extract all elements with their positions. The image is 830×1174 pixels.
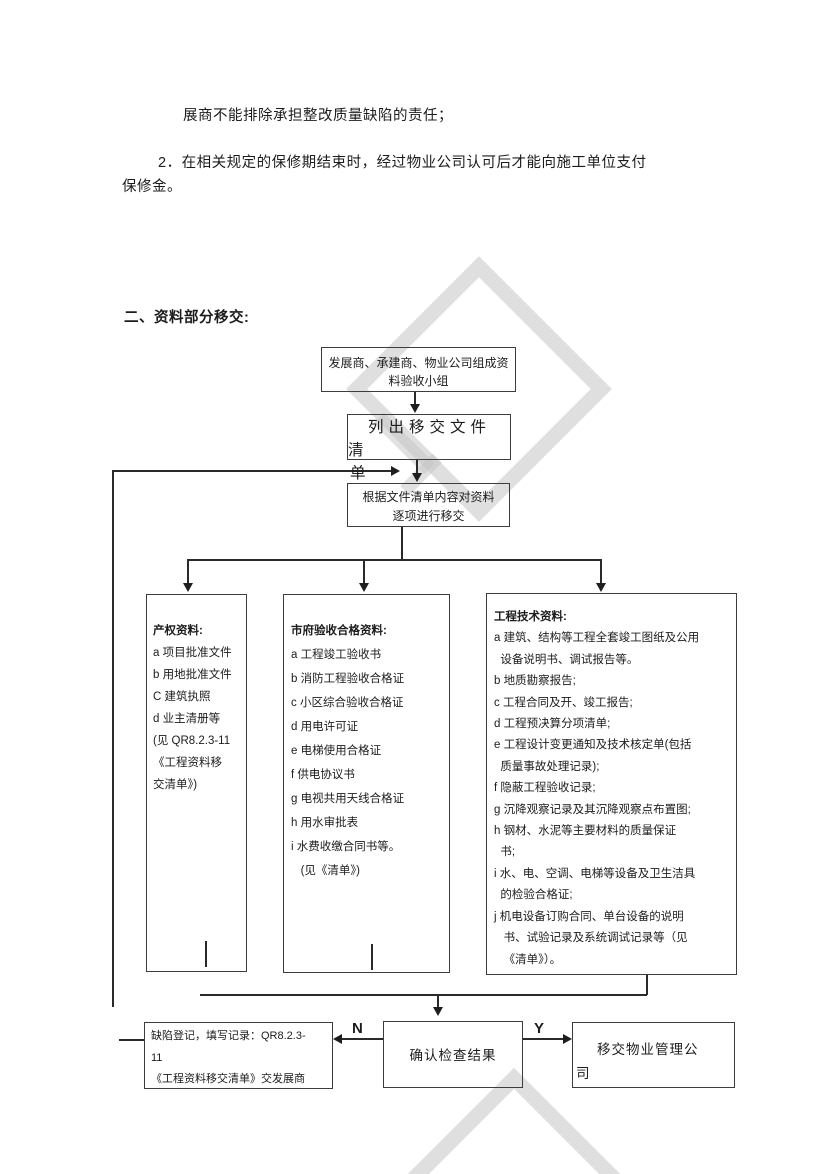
- tech-box-line: 书、试验记录及系统调试记录等（见: [494, 932, 688, 945]
- connector-list-to-transfer: [416, 460, 418, 474]
- paragraph-warranty-line2: 保修金。: [122, 179, 182, 195]
- list-box-line1: 列出移交文件清: [348, 419, 492, 459]
- tech-box-line: 的检验合格证;: [494, 889, 573, 902]
- no-line: [341, 1038, 383, 1040]
- tech-box-title: 工程技术资料:: [494, 611, 567, 623]
- arrowhead-no: [333, 1034, 342, 1044]
- flow-box-acceptance-team: 发展商、承建商、物业公司组成资 料验收小组: [321, 347, 516, 392]
- tech-box-line: d 工程预决算分项清单;: [494, 718, 611, 731]
- connector-team-to-list: [414, 392, 416, 406]
- property-box-lines: a 项目批准文件 b 用地批准文件 C 建筑执照 d 业主清册等 (见 QR8.2.3-…: [153, 642, 246, 796]
- feedback-stub: [119, 1039, 144, 1041]
- flow-box-list-documents: 列出移交文件清 单: [347, 414, 511, 482]
- defect-box-lines: 缺陷登记，填写记录：QR8.2.3- 11 《工程资料移交清单》交发展商: [151, 1026, 332, 1091]
- gov-box-line: f 供电协议书: [291, 769, 355, 781]
- flow-box-government-acceptance-documents: 市府验收合格资料: a 工程竣工验收书 b 消防工程验收合格证 c 小区综合验收合格…: [283, 594, 450, 973]
- gov-box-lines: a 工程竣工验收书 b 消防工程验收合格证 c 小区综合验收合格证 d 用电许可证 e …: [291, 643, 449, 883]
- branch-line: [187, 559, 601, 561]
- gov-box-line: e 电梯使用合格证: [291, 745, 382, 757]
- gov-box-line: a 工程竣工验收书: [291, 649, 382, 661]
- flow-box-handover-to-property-company: 移交物业管理公 司: [572, 1022, 735, 1088]
- defect-box-line: 缺陷登记，填写记录：QR8.2.3-: [151, 1030, 306, 1042]
- property-box-line: b 用地批准文件: [153, 669, 232, 681]
- arrowhead-team-to-list: [410, 404, 420, 413]
- branch-drop-left: [187, 559, 189, 584]
- tech-box-line: g 沉降观察记录及其沉降观察点布置图;: [494, 803, 691, 816]
- defect-box-line: 《工程资料移交清单》交发展商: [151, 1073, 305, 1085]
- gov-box-line: d 用电许可证: [291, 721, 359, 733]
- arrowhead-to-confirm: [433, 1007, 443, 1016]
- arrowhead-yes: [563, 1034, 572, 1044]
- flow-box-defect-registration: 缺陷登记，填写记录：QR8.2.3- 11 《工程资料移交清单》交发展商: [144, 1022, 333, 1089]
- property-box-line: C 建筑执照: [153, 691, 211, 703]
- handover-box-line2: 司: [576, 1066, 591, 1081]
- tech-box-line: i 水、电、空调、电梯等设备及卫生洁具: [494, 867, 696, 880]
- flow-box-property-documents: 产权资料: a 项目批准文件 b 用地批准文件 C 建筑执照 d 业主清册等 (见 QR…: [146, 594, 247, 972]
- gov-box-line: i 水费收缴合同书等。: [291, 841, 401, 853]
- flow-box-confirm-check-result: 确认检查结果: [383, 1021, 523, 1088]
- section-heading: 二、资料部分移交:: [124, 310, 250, 326]
- gov-box-title: 市府验收合格资料:: [291, 625, 387, 637]
- no-label: N: [352, 1020, 363, 1037]
- tick-gov-box: [371, 944, 373, 970]
- paragraph-warranty-line1: 2．在相关规定的保修期结束时，经过物业公司认可后才能向施工单位支付: [158, 155, 647, 171]
- gov-box-line: b 消防工程验收合格证: [291, 673, 405, 685]
- handover-box-line1: 移交物业管理公: [597, 1042, 699, 1057]
- connector-collector-to-confirm: [437, 995, 439, 1008]
- paragraph-quality-defect: 展商不能排除承担整改质量缺陷的责任；: [183, 108, 453, 124]
- property-box-line: d 业主清册等: [153, 713, 221, 725]
- arrowhead-branch-left: [183, 583, 193, 592]
- tech-box-line: j 机电设备订购合同、单台设备的说明: [494, 910, 684, 923]
- arrowhead-feedback: [391, 466, 400, 476]
- tech-box-line: 设备说明书、调试报告等。: [494, 653, 639, 666]
- feedback-line-top: [112, 470, 392, 472]
- property-box-line: (见 QR8.2.3-11: [153, 735, 231, 747]
- flow-box-engineering-technical-documents: 工程技术资料: a 建筑、结构等工程全套竣工图纸及公用 设备说明书、调试报告等。…: [486, 593, 737, 975]
- flow-box-transfer-by-list: 根据文件清单内容对资料 逐项进行移交: [347, 483, 510, 527]
- gov-box-line: c 小区综合验收合格证: [291, 697, 404, 709]
- tech-box-line: a 建筑、结构等工程全套竣工图纸及公用: [494, 632, 700, 645]
- yes-label: Y: [534, 1020, 545, 1037]
- property-box-line: 交清单》): [153, 779, 198, 791]
- team-box-line1: 发展商、承建商、物业公司组成资: [328, 356, 509, 370]
- collector-line: [200, 994, 647, 996]
- branch-stem: [401, 527, 403, 560]
- gov-box-line: h 用水审批表: [291, 817, 359, 829]
- property-box-title: 产权资料:: [153, 625, 203, 637]
- tech-box-line: 质量事故处理记录);: [494, 760, 600, 773]
- tick-property-box: [205, 941, 207, 967]
- tech-box-line: 《清单》）。: [494, 953, 562, 966]
- tech-box-line: e 工程设计变更通知及技术核定单(包括: [494, 739, 692, 752]
- tech-box-lines: a 建筑、结构等工程全套竣工图纸及公用 设备说明书、调试报告等。 b 地质勘察报告…: [494, 628, 736, 971]
- tech-box-line: h 钢材、水泥等主要材料的质量保证: [494, 825, 677, 838]
- branch-drop-middle: [363, 559, 365, 584]
- feedback-line-left: [112, 470, 114, 1007]
- connector-tech-to-collector: [646, 975, 648, 995]
- tech-box-line: b 地质勘察报告;: [494, 675, 576, 688]
- list-box-line2: 单: [350, 465, 371, 482]
- arrowhead-branch-right: [596, 583, 606, 592]
- transfer-box-line1: 根据文件清单内容对资料: [362, 490, 495, 504]
- property-box-line: 《工程资料移: [153, 757, 222, 769]
- tech-box-line: 书;: [494, 846, 516, 859]
- branch-drop-right: [600, 559, 602, 584]
- team-box-line2: 料验收小组: [388, 374, 449, 388]
- tech-box-line: f 隐蔽工程验收记录;: [494, 782, 596, 795]
- property-box-line: a 项目批准文件: [153, 647, 232, 659]
- confirm-box-label: 确认检查结果: [409, 1048, 497, 1063]
- gov-box-line: (见《清单》): [291, 865, 361, 877]
- transfer-box-line2: 逐项进行移交: [392, 509, 465, 523]
- arrowhead-list-to-transfer: [412, 473, 422, 482]
- tech-box-line: c 工程合同及开、竣工报告;: [494, 696, 633, 709]
- gov-box-line: g 电视共用天线合格证: [291, 793, 405, 805]
- yes-line: [523, 1038, 564, 1040]
- defect-box-line: 11: [151, 1051, 163, 1064]
- arrowhead-branch-middle: [359, 583, 369, 592]
